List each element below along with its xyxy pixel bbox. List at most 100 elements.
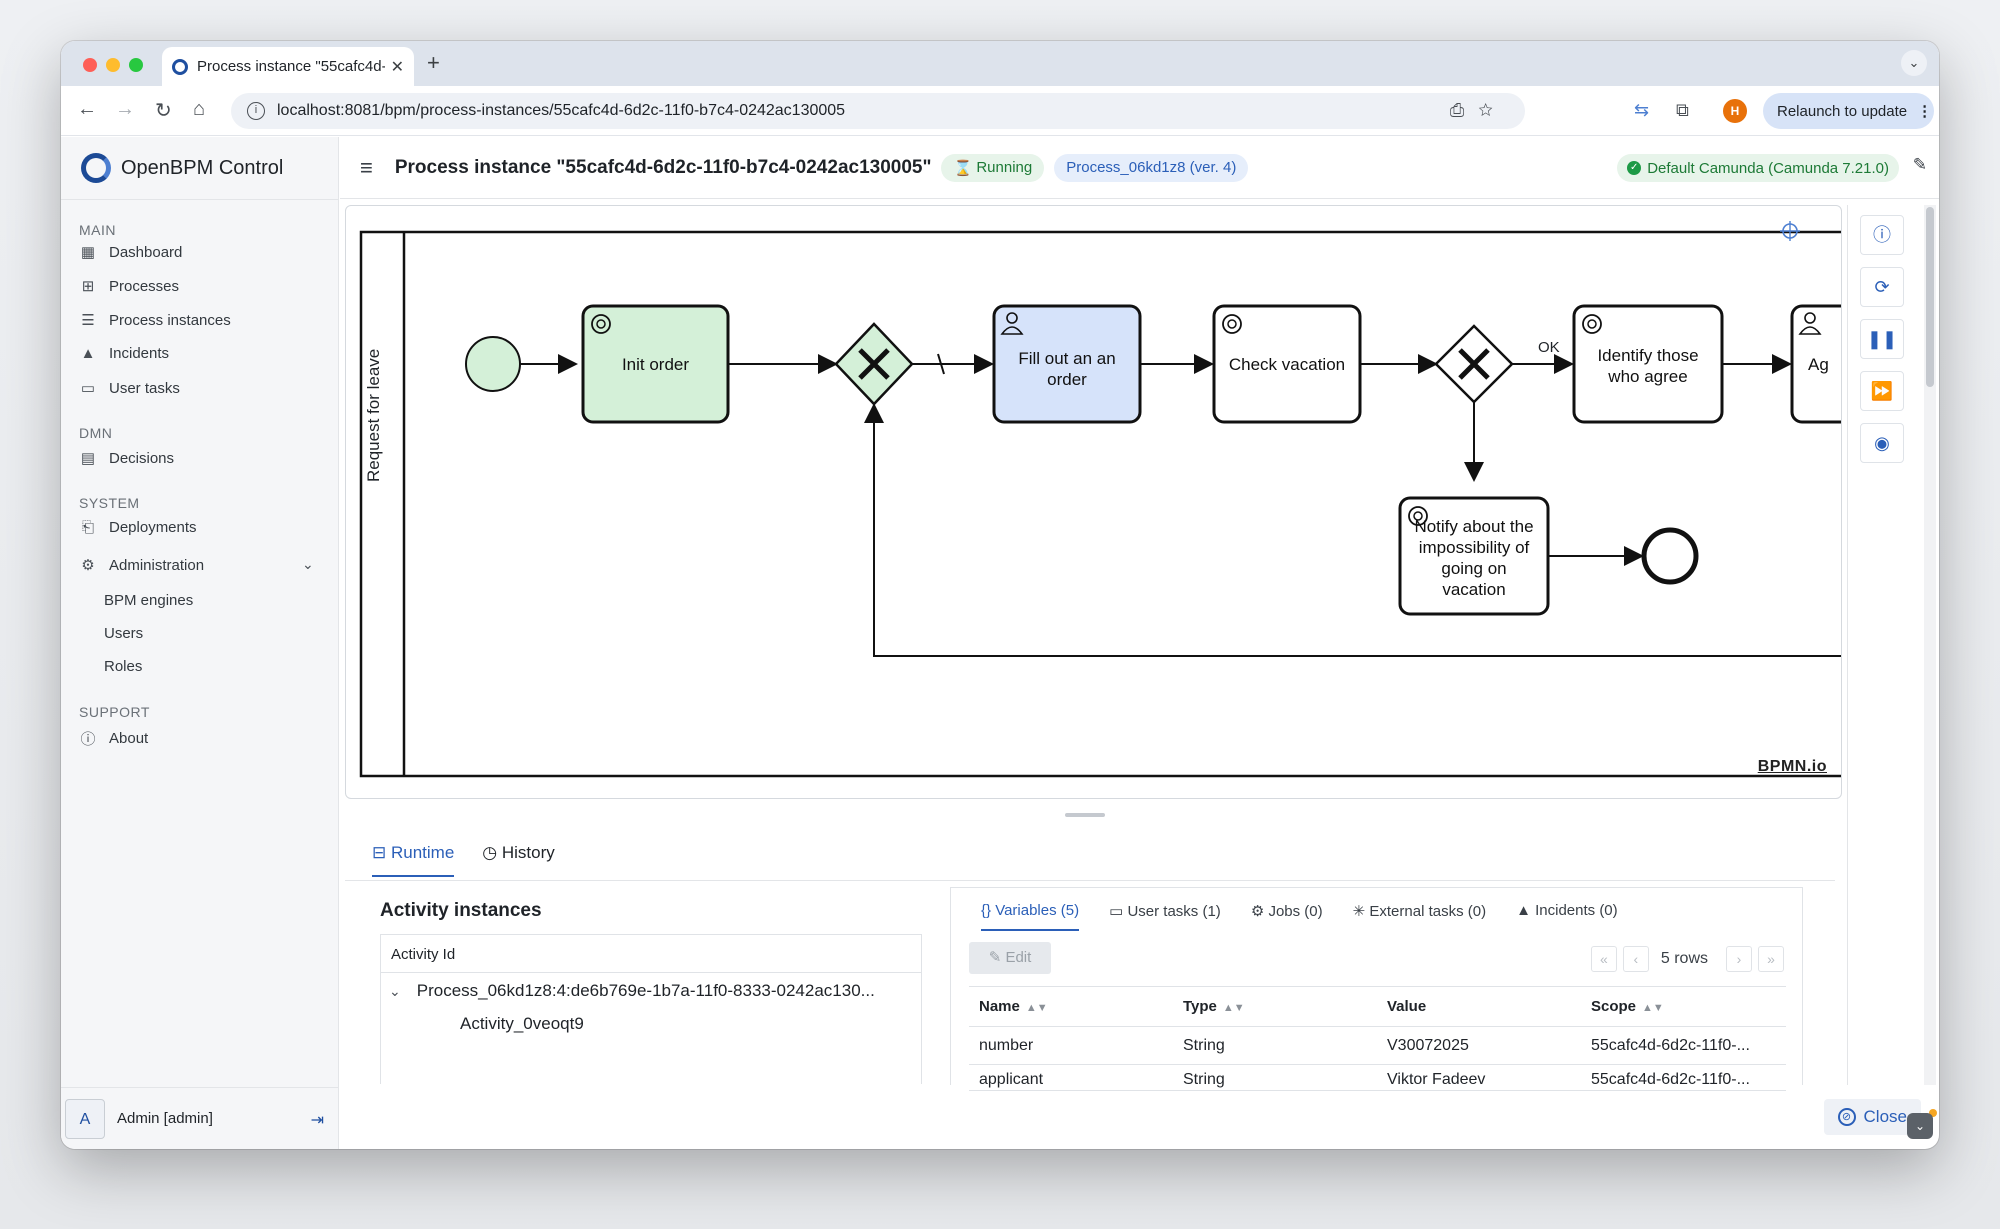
engine-badge-label: Default Camunda (Camunda 7.21.0) [1647,159,1889,177]
activity-instances-title: Activity instances [380,900,542,921]
column-header-scope[interactable]: Scope▲▼ [1591,998,1664,1015]
fast-forward-icon[interactable]: ⏩ [1860,371,1904,411]
forward-icon[interactable]: → [115,98,135,120]
pagination: « ‹ 5 rows › » [1585,946,1784,972]
sort-icon: ▲▼ [1025,1002,1048,1014]
sidebar-item-user-tasks[interactable]: ▭ User tasks [79,379,180,398]
sidebar-item-users[interactable]: Users [104,625,144,642]
sidebar-item-administration[interactable]: ⚙ Administration [79,556,204,575]
sidebar-item-processes[interactable]: ⊞ Processes [79,277,179,296]
sidebar-item-label: User tasks [109,379,180,397]
task-label: Fill out an an order [1018,349,1116,389]
tab-external-tasks[interactable]: ✳ External tasks (0) [1353,902,1486,931]
home-icon[interactable]: ⌂ [193,98,206,120]
browser-tab[interactable]: Process instance "55cafc4d- ✕ [162,47,414,86]
column-header-name[interactable]: Name▲▼ [979,998,1048,1015]
task-check-vacation[interactable] [1212,304,1362,424]
refresh-icon[interactable]: ⟳ [1860,267,1904,307]
tab-runtime[interactable]: ⊟ Runtime [372,843,455,877]
relaunch-button[interactable]: Relaunch to update ⋮ [1763,93,1934,129]
tab-user-tasks[interactable]: ▭ User tasks (1) [1109,902,1221,931]
tree-row[interactable]: ⌄ Process_06kd1z8:4:de6b769e-1b7a-11f0-8… [381,973,921,1009]
task-identify[interactable] [1572,304,1724,424]
gateway-x-icon [1458,348,1490,380]
divider [345,880,1835,881]
sidebar-item-about[interactable]: ⓘ About [79,728,148,749]
task-partial[interactable] [1790,304,1842,424]
close-label: Close [1863,1107,1907,1126]
status-badge-label: Running [976,159,1033,176]
bpmn-io-watermark[interactable]: BPMN.io [1757,758,1827,775]
chevron-down-icon[interactable]: ⌄ [302,556,314,572]
menu-icon[interactable]: ≡ [360,154,373,180]
edit-icon[interactable]: ✎ [1912,155,1927,174]
gateway-x-icon [858,348,890,380]
engine-badge[interactable]: ✓ Default Camunda (Camunda 7.21.0) [1617,154,1899,182]
bpmn-diagram[interactable]: Request for leave OK Init order Fill out… [345,205,1842,799]
column-header-type[interactable]: Type▲▼ [1183,998,1245,1015]
process-definition-link[interactable]: Process_06kd1z8 (ver. 4) [1054,153,1249,182]
minimize-window-button[interactable] [106,58,120,72]
sidebar-item-dashboard[interactable]: ▦ Dashboard [79,243,182,262]
reload-icon[interactable]: ↻ [155,100,172,122]
tree-row[interactable]: Activity_0veoqt9 [381,1009,921,1039]
sidebar-item-decisions[interactable]: ▤ Decisions [79,449,174,468]
back-icon[interactable]: ← [77,98,97,120]
profile-avatar[interactable]: H [1723,99,1747,123]
info-icon[interactable]: ⓘ [1860,215,1904,255]
brand[interactable]: OpenBPM Control [81,137,283,199]
sidebar-item-deployments[interactable]: ⎗ Deployments [79,519,197,536]
sidebar-item-label: Incidents [109,345,170,362]
task-fill-out-order[interactable] [992,304,1142,424]
record-icon[interactable]: ◉ [1860,423,1904,463]
chevron-down-icon[interactable]: ⌄ [1901,50,1927,76]
flow-label-ok: OK [1538,339,1560,356]
diagram-actions-rail: ⓘ ⟳ ❚❚ ⏩ ◉ [1847,205,1915,1085]
variables-panel: {} Variables (5) ▭ User tasks (1) ⚙ Jobs… [950,887,1803,1091]
status-badge: ⌛ Running [941,153,1045,182]
sidebar-item-bpm-engines[interactable]: BPM engines [104,592,194,609]
end-event[interactable] [1641,527,1699,585]
site-info-icon[interactable]: i [247,102,265,120]
scrollbar-thumb[interactable] [1926,207,1934,387]
tab-variables[interactable]: {} Variables (5) [981,902,1080,931]
extensions-icon[interactable]: ⧉ [1676,100,1689,120]
logout-icon[interactable]: ⇥ [310,1112,324,1129]
close-button[interactable]: ⊘ Close [1823,1099,1921,1135]
service-task-gear-icon [1227,319,1237,329]
sidebar-item-incidents[interactable]: ▲ Incidents [79,345,169,362]
table-row[interactable]: number String V30072025 55cafc4d-6d2c-11… [969,1027,1786,1065]
tab-history[interactable]: ◷ History [482,843,554,877]
sidebar-item-roles[interactable]: Roles [104,658,143,675]
next-page-icon[interactable]: › [1726,946,1752,972]
chevron-down-icon[interactable]: ⌄ [389,982,401,999]
task-init-order[interactable] [581,304,730,424]
prev-page-icon[interactable]: ‹ [1622,946,1649,972]
start-event[interactable] [465,336,521,392]
resize-handle[interactable] [1065,813,1105,817]
install-and-bookmark-icons[interactable]: ⎙☆ [1449,100,1507,120]
table-row[interactable]: applicant String Viktor Fadeev 55cafc4d-… [969,1065,1786,1091]
avatar[interactable]: A [65,1098,105,1139]
first-page-icon[interactable]: « [1590,946,1617,972]
suspend-icon[interactable]: ❚❚ [1860,319,1904,359]
last-page-icon[interactable]: » [1758,946,1784,972]
variable-name: number [979,1036,1034,1054]
edit-button[interactable]: ✎ Edit [969,942,1051,974]
tab-jobs[interactable]: ⚙ Jobs (0) [1251,902,1323,931]
close-icon[interactable]: ✕ [390,58,404,76]
maximize-window-button[interactable] [129,58,143,72]
scrollbar[interactable] [1924,205,1936,1085]
more-menu-icon[interactable]: ⋮ [1917,103,1933,120]
task-notify[interactable] [1398,496,1550,616]
address-bar[interactable]: i localhost:8081/bpm/process-instances/5… [231,93,1525,129]
dashboard-icon: ▦ [80,244,96,261]
close-window-button[interactable] [83,58,97,72]
new-tab-icon[interactable]: + [427,50,440,75]
sidebar-item-process-instances[interactable]: ☰ Process instances [79,311,230,330]
braces-icon: {} [981,902,996,919]
floating-widget-icon[interactable]: ⌄ [1907,1113,1933,1139]
tab-incidents[interactable]: ▲ Incidents (0) [1516,902,1618,931]
translate-icon[interactable]: ⇆ [1634,100,1650,120]
service-task-gear-icon [591,314,611,334]
